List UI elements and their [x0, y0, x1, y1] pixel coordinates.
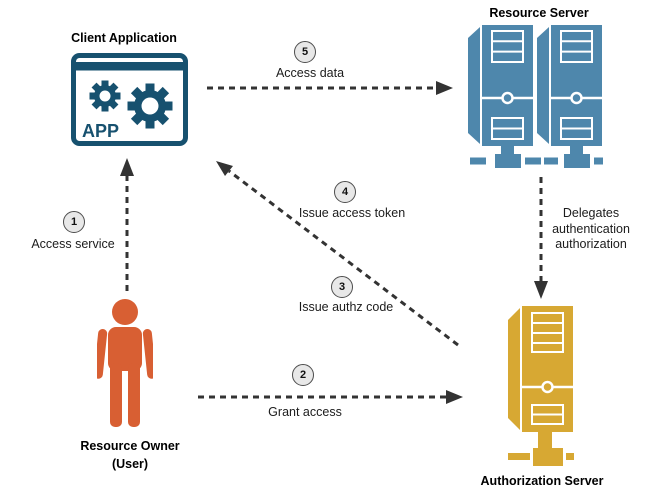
server-tower-icon — [508, 306, 574, 466]
arrowhead-right-icon — [436, 81, 453, 95]
step-badge-5: 5 — [294, 41, 316, 63]
delegates-annotation: Delegates authentication authorization — [552, 206, 630, 253]
dual-server-towers-icon — [468, 25, 603, 170]
arrowhead-down-icon — [534, 281, 548, 299]
resource-owner-label: Resource Owner (User) — [80, 437, 179, 473]
step-label-grant-access: Grant access — [268, 405, 342, 419]
network-line — [508, 432, 574, 466]
step-label-issue-access-token: Issue access token — [298, 206, 406, 220]
client-application-label: Client Application — [71, 31, 177, 45]
arrow-issue-token-code — [228, 169, 459, 347]
arrowhead-right-icon — [446, 390, 463, 404]
resource-server-label: Resource Server — [489, 6, 589, 20]
step-badge-4: 4 — [334, 181, 356, 203]
resource-owner-label-line2: (User) — [111, 457, 149, 471]
step-label-access-data: Access data — [275, 66, 345, 80]
delegates-line-3: authorization — [555, 237, 627, 251]
app-window-gears-icon: APP — [71, 53, 188, 146]
authorization-server-label: Authorization Server — [480, 474, 604, 488]
delegates-line-1: Delegates — [562, 206, 620, 220]
person-icon — [97, 299, 153, 427]
arrowhead-upleft-icon — [216, 161, 233, 176]
step-label-issue-authz-code: Issue authz code — [298, 300, 394, 314]
gear-icon — [89, 80, 173, 129]
delegates-line-2: authentication — [552, 221, 630, 236]
arrowhead-up-icon — [120, 158, 134, 176]
step-label-access-service: Access service — [31, 237, 115, 251]
app-text: APP — [82, 121, 119, 141]
step-badge-2: 2 — [292, 364, 314, 386]
resource-owner-label-line1: Resource Owner — [80, 439, 180, 453]
step-badge-3: 3 — [331, 276, 353, 298]
network-line — [470, 157, 603, 165]
step-badge-1: 1 — [63, 211, 85, 233]
